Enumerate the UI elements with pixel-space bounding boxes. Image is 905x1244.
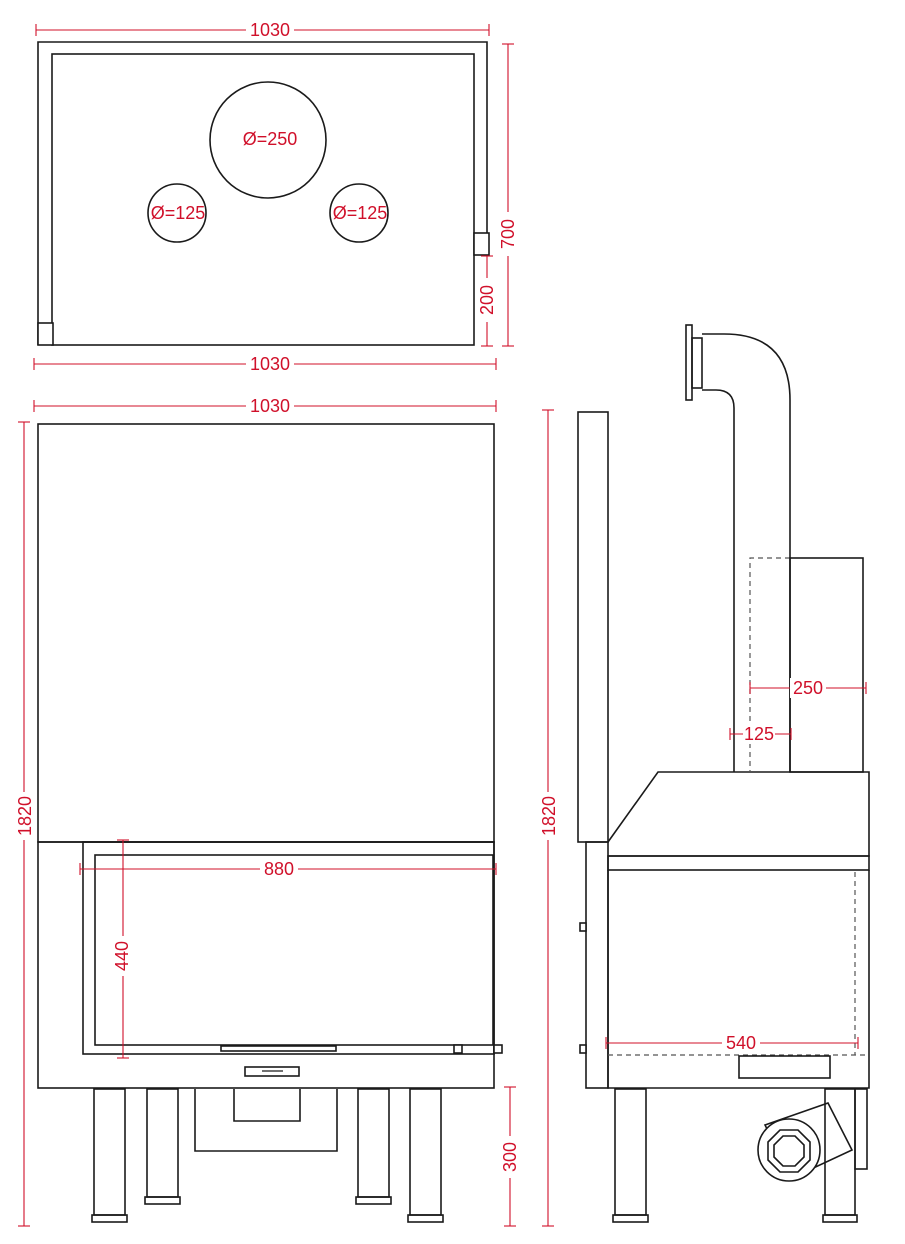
side-leg-back-bracket (854, 1088, 868, 1170)
side-top-band (607, 855, 870, 871)
front-leg-foot-outer-left (91, 1214, 128, 1223)
front-width-label: 1030 (250, 396, 290, 416)
side-leg-foot-front (612, 1214, 649, 1223)
front-leg-foot-inner-right (355, 1196, 392, 1205)
outer-duct-label: 250 (793, 678, 823, 698)
opening-height-label-bg (112, 936, 132, 976)
hole-250-circle (209, 81, 327, 199)
offset-label: 200 (477, 285, 497, 315)
top-width-label-bg (246, 20, 294, 40)
depth-label-bg (498, 212, 518, 256)
side-height-label: 1820 (539, 796, 559, 836)
opening-width-label-bg (260, 859, 298, 879)
side-depth-label-bg (722, 1033, 760, 1053)
opening-width-label: 880 (264, 859, 294, 879)
front-door-frame (82, 841, 495, 1055)
bottom-width-label-bg (246, 354, 294, 374)
front-leg-foot-outer-right (407, 1214, 444, 1223)
front-leg-outer-left (93, 1088, 126, 1216)
hole-250-label: Ø=250 (243, 129, 298, 149)
bottom-width-label: 1030 (250, 354, 290, 374)
side-firebox-body (607, 870, 870, 1089)
top-view-right-connector (473, 232, 490, 256)
side-ash-drawer (738, 1055, 831, 1079)
side-outer-duct (789, 557, 864, 773)
hole-125-right-label: Ø=125 (333, 203, 388, 223)
front-leg-foot-inner-left (144, 1196, 181, 1205)
side-view: 1820 250 (538, 324, 870, 1227)
opening-height-label: 440 (112, 941, 132, 971)
front-leg-inner-right (357, 1088, 390, 1198)
side-firebox-top (607, 771, 870, 857)
side-air-intake-octagon-inner (773, 1135, 805, 1167)
front-leg-inner-left (146, 1088, 179, 1198)
hole-125-left-circle (147, 183, 207, 243)
top-view-inner-body (51, 53, 475, 346)
side-hood-panel (577, 411, 609, 843)
offset-label-bg (477, 278, 497, 322)
top-view-outer-frame (37, 41, 488, 345)
leg-height-label-bg (500, 1136, 520, 1178)
front-hood (37, 423, 495, 843)
inner-duct-label: 125 (744, 724, 774, 744)
top-width-label: 1030 (250, 20, 290, 40)
top-view-left-connector (37, 322, 54, 346)
side-front-column (585, 841, 609, 1089)
side-duct-dashed-outline (749, 557, 790, 772)
side-flange-plate (685, 324, 693, 401)
front-leg-outer-right (409, 1088, 442, 1216)
front-ash-box (194, 1089, 338, 1152)
front-width-label-bg (246, 396, 294, 416)
side-flue-pipe-inner (702, 389, 735, 772)
outer-duct-label-bg (790, 678, 826, 698)
top-view: Ø=250 Ø=125 Ø=125 1030 1030 700 200 (33, 20, 518, 374)
hole-125-left-label: Ø=125 (151, 203, 206, 223)
front-latch-square (453, 1044, 463, 1054)
side-leg-back (824, 1088, 856, 1216)
side-tab-upper (579, 922, 587, 932)
front-door-handle-bar (220, 1045, 337, 1052)
side-depth-label: 540 (726, 1033, 756, 1053)
front-height-label-bg (14, 792, 36, 840)
side-leg-front (614, 1088, 647, 1216)
front-latch-right (493, 1044, 503, 1054)
side-height-label-bg (538, 792, 560, 840)
side-tab-lower (579, 1044, 587, 1054)
side-flue-pipe-outer (702, 333, 791, 772)
front-view: 1030 880 (14, 396, 520, 1227)
leg-height-label: 300 (500, 1142, 520, 1172)
front-ash-box-inner (233, 1089, 301, 1122)
front-glass-panel (94, 854, 494, 1046)
inner-duct-label-bg (743, 724, 775, 744)
front-air-control-slot (244, 1066, 300, 1077)
depth-label: 700 (498, 219, 518, 249)
side-leg-foot-back (822, 1214, 858, 1223)
hole-125-right-circle (329, 183, 389, 243)
front-height-label: 1820 (15, 796, 35, 836)
side-flange-collar (691, 337, 703, 389)
